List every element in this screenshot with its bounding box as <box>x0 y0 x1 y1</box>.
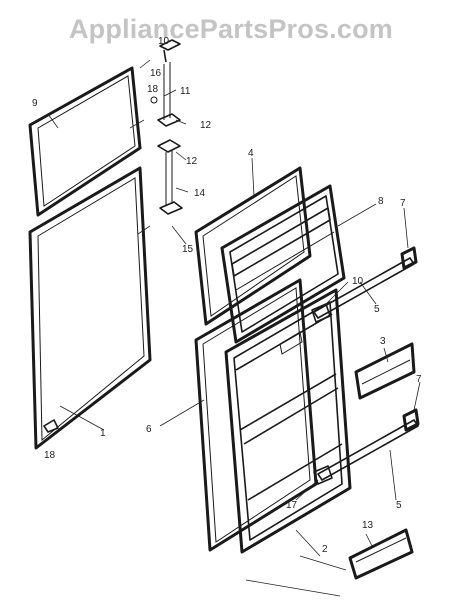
fresh-food-door-gasket <box>28 166 152 450</box>
hinge-screw-top <box>150 96 158 104</box>
label-1: 1 <box>100 428 106 439</box>
label-12b: 12 <box>186 156 198 167</box>
label-9: 9 <box>32 98 38 109</box>
label-7b: 7 <box>416 374 422 385</box>
part-labels: 9 10 18 11 12 12 14 15 4 8 7 10 5 3 7 1 … <box>32 36 422 555</box>
center-hinge-assembly <box>137 139 183 235</box>
label-5a: 5 <box>374 304 380 315</box>
label-10a: 10 <box>352 276 364 287</box>
hinge-screw-bottom <box>43 419 59 433</box>
door-bin-dairy <box>348 528 414 580</box>
label-7a: 7 <box>400 198 406 209</box>
label-15: 15 <box>182 244 194 255</box>
upper-door-liner <box>220 184 346 344</box>
label-6: 6 <box>146 424 152 435</box>
label-18a: 18 <box>44 450 56 461</box>
leader-lines <box>47 89 421 597</box>
label-3: 3 <box>380 336 386 347</box>
label-18b: 16 <box>150 68 162 79</box>
label-8: 8 <box>378 196 384 207</box>
label-5b: 5 <box>396 500 402 511</box>
label-12a: 12 <box>200 120 212 131</box>
lower-door-gasket <box>194 278 318 552</box>
freezer-door-gasket <box>28 66 142 217</box>
door-bin-small <box>354 342 416 400</box>
watermark-text: AppliancePartsPros.com <box>68 14 393 44</box>
label-16: 18 <box>147 84 159 95</box>
label-10b: 17 <box>286 500 298 511</box>
upper-door-gasket <box>194 166 312 326</box>
label-4: 4 <box>248 148 254 159</box>
label-14: 14 <box>194 188 206 199</box>
label-17: 13 <box>362 520 374 531</box>
lower-door-liner <box>224 288 352 554</box>
label-13: 10 <box>158 36 170 47</box>
label-11: 11 <box>180 86 191 97</box>
upper-door-shelf-bar <box>311 246 418 323</box>
label-2: 2 <box>322 544 328 555</box>
lower-door-shelf-bar <box>313 408 420 485</box>
top-hinge-assembly <box>129 39 181 129</box>
